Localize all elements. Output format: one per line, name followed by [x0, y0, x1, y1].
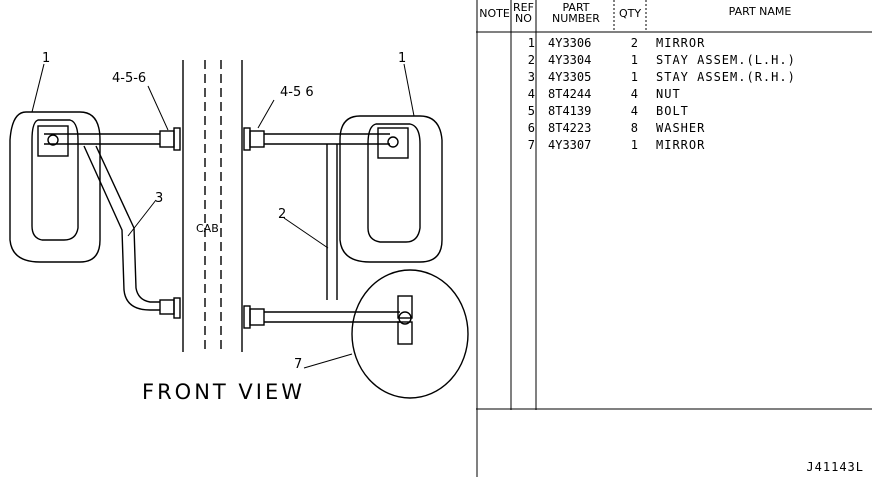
- part-number-cell: 4Y3306: [548, 36, 592, 50]
- ref-cell: 4: [527, 87, 535, 101]
- callout-round-mirror: 7: [294, 357, 303, 372]
- header-part-number: PART NUMBER: [538, 2, 614, 24]
- callout-stay-lh: 2: [278, 207, 287, 222]
- part-number-cell: 8T4139: [548, 104, 592, 118]
- left-mirror: [9, 111, 101, 263]
- ref-cell: 6: [527, 121, 535, 135]
- callout-mirror-right: 1: [398, 51, 407, 66]
- mirror-assembly-drawing: [9, 60, 469, 399]
- round-mirror: [351, 269, 469, 399]
- header-ref-no: REF NO: [511, 2, 536, 24]
- part-name-cell: STAY ASSEM.(L.H.): [656, 53, 796, 67]
- qty-cell: 1: [630, 53, 638, 67]
- part-number-cell: 4Y3305: [548, 70, 592, 84]
- header-pn-line2: NUMBER: [552, 12, 600, 25]
- part-name-cell: MIRROR: [656, 138, 706, 152]
- callout-stay-rh: 3: [155, 191, 164, 206]
- table-row: 4 8T4244 4 NUT: [476, 87, 872, 104]
- part-number-cell: 4Y3304: [548, 53, 592, 67]
- cab-label: CAB: [196, 222, 219, 235]
- left-stay-diagonal: [83, 145, 181, 319]
- leader-lines: [31, 63, 415, 369]
- table-grid: [476, 0, 872, 477]
- left-stay-upper: [44, 127, 181, 151]
- ref-cell: 1: [527, 36, 535, 50]
- qty-cell: 4: [630, 104, 638, 118]
- ref-cell: 7: [527, 138, 535, 152]
- part-name-cell: NUT: [656, 87, 681, 101]
- header-pn-line1: PART: [562, 1, 590, 14]
- ref-cell: 2: [527, 53, 535, 67]
- table-row: 1 4Y3306 2 MIRROR: [476, 36, 872, 53]
- header-ref-line2: NO: [515, 12, 532, 25]
- table-row: 6 8T4223 8 WASHER: [476, 121, 872, 138]
- table-row: 2 4Y3304 1 STAY ASSEM.(L.H.): [476, 53, 872, 70]
- table-row: 3 4Y3305 1 STAY ASSEM.(R.H.): [476, 70, 872, 87]
- qty-cell: 2: [630, 36, 638, 50]
- qty-cell: 1: [630, 70, 638, 84]
- right-mirror: [339, 115, 443, 263]
- qty-cell: 8: [630, 121, 638, 135]
- document-id: J41143L: [806, 460, 864, 474]
- right-stay-upper: [243, 127, 390, 300]
- qty-cell: 4: [630, 87, 638, 101]
- table-row: 5 8T4139 4 BOLT: [476, 104, 872, 121]
- ref-cell: 3: [527, 70, 535, 84]
- callout-fasteners-left: 4-5-6: [112, 71, 147, 86]
- part-name-cell: MIRROR: [656, 36, 706, 50]
- callout-fasteners-right: 4-5 6: [280, 85, 314, 100]
- cab-pillars: [182, 60, 243, 352]
- right-stay-lower: [243, 305, 400, 329]
- part-name-cell: BOLT: [656, 104, 689, 118]
- table-row: 7 4Y3307 1 MIRROR: [476, 138, 872, 155]
- header-ref-line1: REF: [513, 1, 534, 14]
- part-number-cell: 8T4244: [548, 87, 592, 101]
- qty-cell: 1: [630, 138, 638, 152]
- callout-mirror-left: 1: [42, 51, 51, 66]
- ref-cell: 5: [527, 104, 535, 118]
- header-qty: QTY: [618, 7, 642, 20]
- header-note: NOTE: [479, 7, 510, 20]
- part-number-cell: 4Y3307: [548, 138, 592, 152]
- part-name-cell: STAY ASSEM.(R.H.): [656, 70, 796, 84]
- exploded-diagram: 1 4-5-6 3 1 4-5 6 2 7 CAB FRONT VIEW: [9, 51, 469, 404]
- part-name-cell: WASHER: [656, 121, 706, 135]
- part-number-cell: 8T4223: [548, 121, 592, 135]
- view-caption: FRONT VIEW: [142, 380, 306, 404]
- header-part-name: PART NAME: [728, 5, 792, 18]
